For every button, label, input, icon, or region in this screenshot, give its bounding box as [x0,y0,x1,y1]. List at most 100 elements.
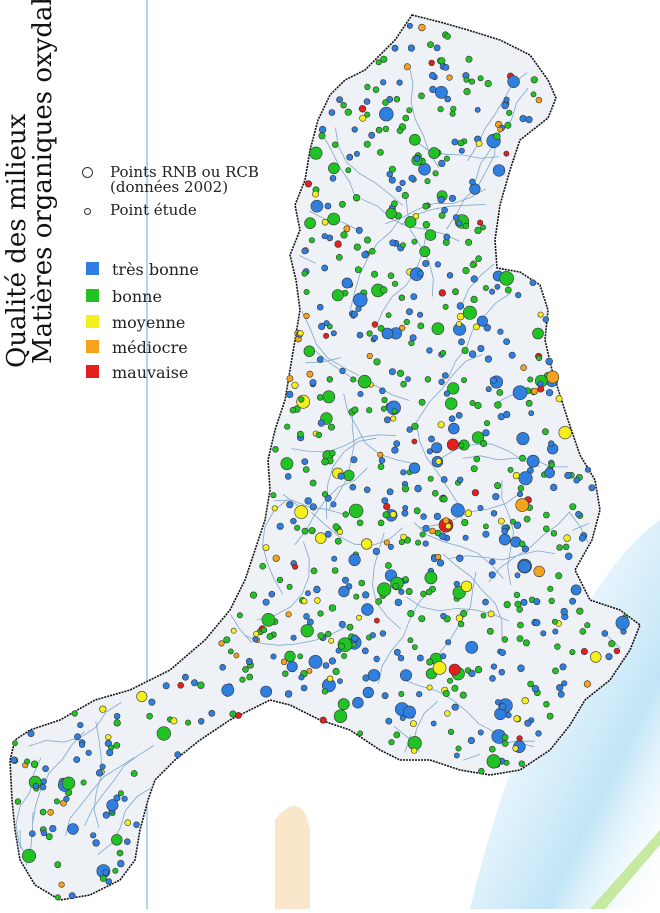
etude-point [394,732,400,738]
etude-point [430,528,436,534]
etude-point [570,504,576,510]
etude-point [485,356,492,363]
etude-point [423,221,430,228]
etude-point [113,868,118,873]
etude-point [362,648,368,654]
etude-point [302,528,308,534]
etude-point [330,450,336,456]
etude-point [531,92,536,97]
etude-point [385,562,391,568]
etude-point [532,685,539,692]
etude-point [290,407,296,413]
etude-point [506,110,512,116]
rnb-point [304,346,315,357]
rnb-point [433,661,446,674]
rnb-point [508,76,520,88]
etude-point [504,760,509,765]
etude-point [478,76,483,81]
etude-point [563,544,569,550]
etude-point [423,541,429,547]
etude-point [31,761,38,768]
etude-point [423,260,429,266]
etude-point [560,664,566,670]
etude-point [254,631,259,636]
etude-point [441,476,447,482]
etude-point [445,96,451,102]
etude-point [504,339,510,345]
etude-point [328,424,334,430]
etude-point [399,295,405,301]
etude-point [389,166,395,172]
etude-point [474,456,480,462]
etude-point [441,496,447,502]
etude-point [29,831,35,837]
rnb-point [353,697,364,708]
etude-point [263,545,269,551]
etude-point [437,560,444,567]
rnb-point [363,687,374,698]
etude-point [378,464,384,470]
etude-point [386,313,391,318]
etude-point [329,110,335,116]
etude-point [343,512,349,518]
etude-point [519,761,525,767]
etude-point [463,223,469,229]
etude-point [285,473,291,479]
etude-point [40,809,46,815]
etude-point [483,531,489,537]
etude-point [394,441,400,447]
etude-point [12,741,17,746]
etude-point [471,466,477,472]
etude-point [609,640,616,647]
etude-point [354,151,359,156]
etude-point [378,520,384,526]
etude-point [529,411,534,416]
rnb-point [518,560,530,572]
etude-point [299,397,305,403]
etude-point [427,348,433,354]
etude-point [460,692,466,698]
etude-point [231,628,236,633]
rnb-point [517,432,529,444]
etude-point [453,215,459,221]
rnb-point [432,323,444,335]
etude-point [490,377,497,384]
etude-point [354,244,361,251]
etude-point [297,431,303,437]
etude-point [495,284,500,289]
etude-point [273,555,280,562]
etude-point [513,746,519,752]
etude-point [329,638,334,643]
etude-point [271,492,276,497]
etude-point [40,784,46,790]
etude-point [327,376,333,382]
etude-point [548,586,554,592]
etude-point [429,72,436,79]
etude-point [433,171,439,177]
etude-point [427,659,433,665]
etude-point [502,102,509,109]
etude-point [240,677,246,683]
etude-point [243,666,249,672]
etude-point [323,663,329,669]
etude-point [538,312,543,317]
etude-point [508,467,513,472]
etude-point [352,407,358,413]
etude-point [399,539,404,544]
etude-point [312,191,318,197]
etude-point [440,653,446,659]
rnb-point [447,439,458,450]
etude-point [386,718,392,724]
label-bonne: bonne [112,287,162,306]
etude-point [577,608,584,615]
etude-point [486,386,491,391]
etude-point [514,592,520,598]
etude-point [469,79,475,85]
etude-point [456,555,463,562]
etude-point [450,111,455,116]
etude-point [469,351,476,358]
etude-point [415,540,420,545]
etude-point [55,895,60,900]
etude-point [432,490,438,496]
etude-point [356,227,362,233]
